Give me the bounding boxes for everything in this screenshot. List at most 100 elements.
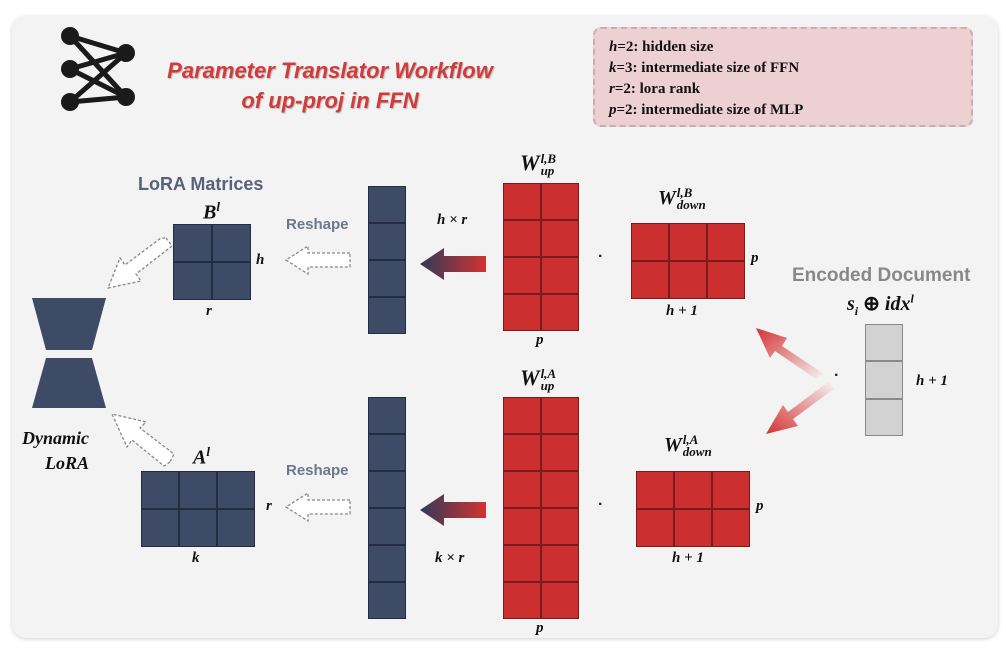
dynamic-lora-line2: LoRA: [45, 453, 90, 473]
w-down-b-row-label: p: [751, 250, 759, 266]
dot-product-bottom: ·: [598, 496, 604, 513]
w-up-a-col-label: p: [536, 620, 544, 636]
matrix-cell: [179, 471, 217, 509]
matrix-cell: [636, 509, 674, 547]
dynamic-lora-icon: [32, 298, 106, 408]
title-line-2: of up-proj in FFN: [241, 88, 419, 113]
matrix-cell: [541, 508, 579, 545]
vector-cell: [865, 324, 903, 362]
network-icon: [61, 27, 135, 111]
matrix-cell: [179, 509, 217, 547]
matrix-cell: [217, 471, 255, 509]
legend-item-r: r=2: lora rank: [609, 81, 701, 97]
encoded-row-label: h + 1: [916, 373, 948, 389]
lora-matrices-title: LoRA Matrices: [138, 174, 264, 194]
b-matrix: [173, 224, 251, 300]
matrix-cell: [141, 471, 179, 509]
dashed-arrow-icon: [106, 237, 173, 289]
bottom-vector: [368, 397, 406, 619]
matrix-cell: [541, 183, 579, 220]
matrix-cell: [541, 582, 579, 619]
matrix-cell: [503, 220, 541, 257]
matrix-cell: [541, 294, 579, 331]
gradient-arrow-icon: [420, 494, 486, 526]
encoded-vector: [865, 324, 903, 436]
legend-item-p: p=2: intermediate size of MLP: [609, 102, 804, 118]
w-down-b-col-label: h + 1: [666, 303, 698, 319]
matrix-cell: [669, 223, 707, 261]
w-up-b-matrix: [503, 183, 579, 331]
matrix-cell: [503, 294, 541, 331]
dot-product-encoded: ·: [834, 367, 840, 384]
vector-cell: [368, 471, 406, 508]
matrix-cell: [503, 397, 541, 434]
vector-cell: [368, 297, 406, 334]
w-up-b-col-label: p: [536, 332, 544, 348]
vector-cell: [368, 508, 406, 545]
legend-item-h: h=2: hidden size: [609, 39, 714, 55]
matrix-cell: [707, 261, 745, 299]
matrix-cell: [541, 257, 579, 294]
matrix-cell: [541, 545, 579, 582]
top-vector-label: h × r: [437, 212, 468, 228]
a-col-label: k: [192, 550, 200, 566]
matrix-cell: [541, 471, 579, 508]
gradient-arrow-icon: [756, 328, 824, 379]
matrix-cell: [707, 223, 745, 261]
vector-cell: [368, 186, 406, 223]
matrix-cell: [631, 261, 669, 299]
top-vector: [368, 186, 406, 334]
dashed-arrow-icon: [284, 491, 351, 523]
dashed-arrow-icon: [110, 413, 175, 467]
dynamic-lora-line1: Dynamic: [22, 428, 89, 448]
vector-cell: [368, 397, 406, 434]
matrix-cell: [503, 471, 541, 508]
w-down-b-matrix: [631, 223, 745, 299]
encoded-formula: si ⊕ idxl: [847, 291, 914, 318]
dashed-arrow-icon: [284, 244, 351, 276]
w-up-a-matrix: [503, 397, 579, 619]
vector-cell: [368, 582, 406, 619]
matrix-cell: [217, 509, 255, 547]
bottom-vector-label: k × r: [435, 550, 465, 566]
gradient-arrow-icon: [420, 248, 486, 280]
b-col-label: r: [206, 303, 212, 319]
matrix-cell: [212, 224, 251, 262]
matrix-cell: [212, 262, 251, 300]
a-matrix-label: Al: [193, 444, 210, 469]
matrix-cell: [503, 434, 541, 471]
matrix-cell: [541, 220, 579, 257]
matrix-cell: [712, 509, 750, 547]
vector-cell: [368, 223, 406, 260]
reshape-label-bottom: Reshape: [286, 462, 349, 479]
matrix-cell: [503, 545, 541, 582]
matrix-cell: [636, 471, 674, 509]
legend-item-k: k=3: intermediate size of FFN: [609, 60, 800, 76]
gradient-arrow-icon: [766, 382, 834, 434]
matrix-cell: [141, 509, 179, 547]
w-down-a-row-label: p: [756, 498, 764, 514]
matrix-cell: [631, 223, 669, 261]
matrix-cell: [669, 261, 707, 299]
dot-product-top: ·: [598, 248, 604, 265]
reshape-label-top: Reshape: [286, 216, 349, 233]
matrix-cell: [674, 471, 712, 509]
matrix-cell: [173, 224, 212, 262]
vector-cell: [865, 398, 903, 436]
matrix-cell: [541, 397, 579, 434]
matrix-cell: [503, 183, 541, 220]
matrix-cell: [674, 509, 712, 547]
vector-cell: [368, 434, 406, 471]
b-row-label: h: [256, 252, 265, 268]
vector-cell: [865, 361, 903, 399]
encoded-document-title: Encoded Document: [792, 265, 971, 286]
matrix-cell: [173, 262, 212, 300]
matrix-cell: [541, 434, 579, 471]
w-down-a-col-label: h + 1: [672, 550, 704, 566]
a-row-label: r: [266, 498, 272, 514]
legend-box: h=2: hidden size k=3: intermediate size …: [593, 27, 973, 127]
